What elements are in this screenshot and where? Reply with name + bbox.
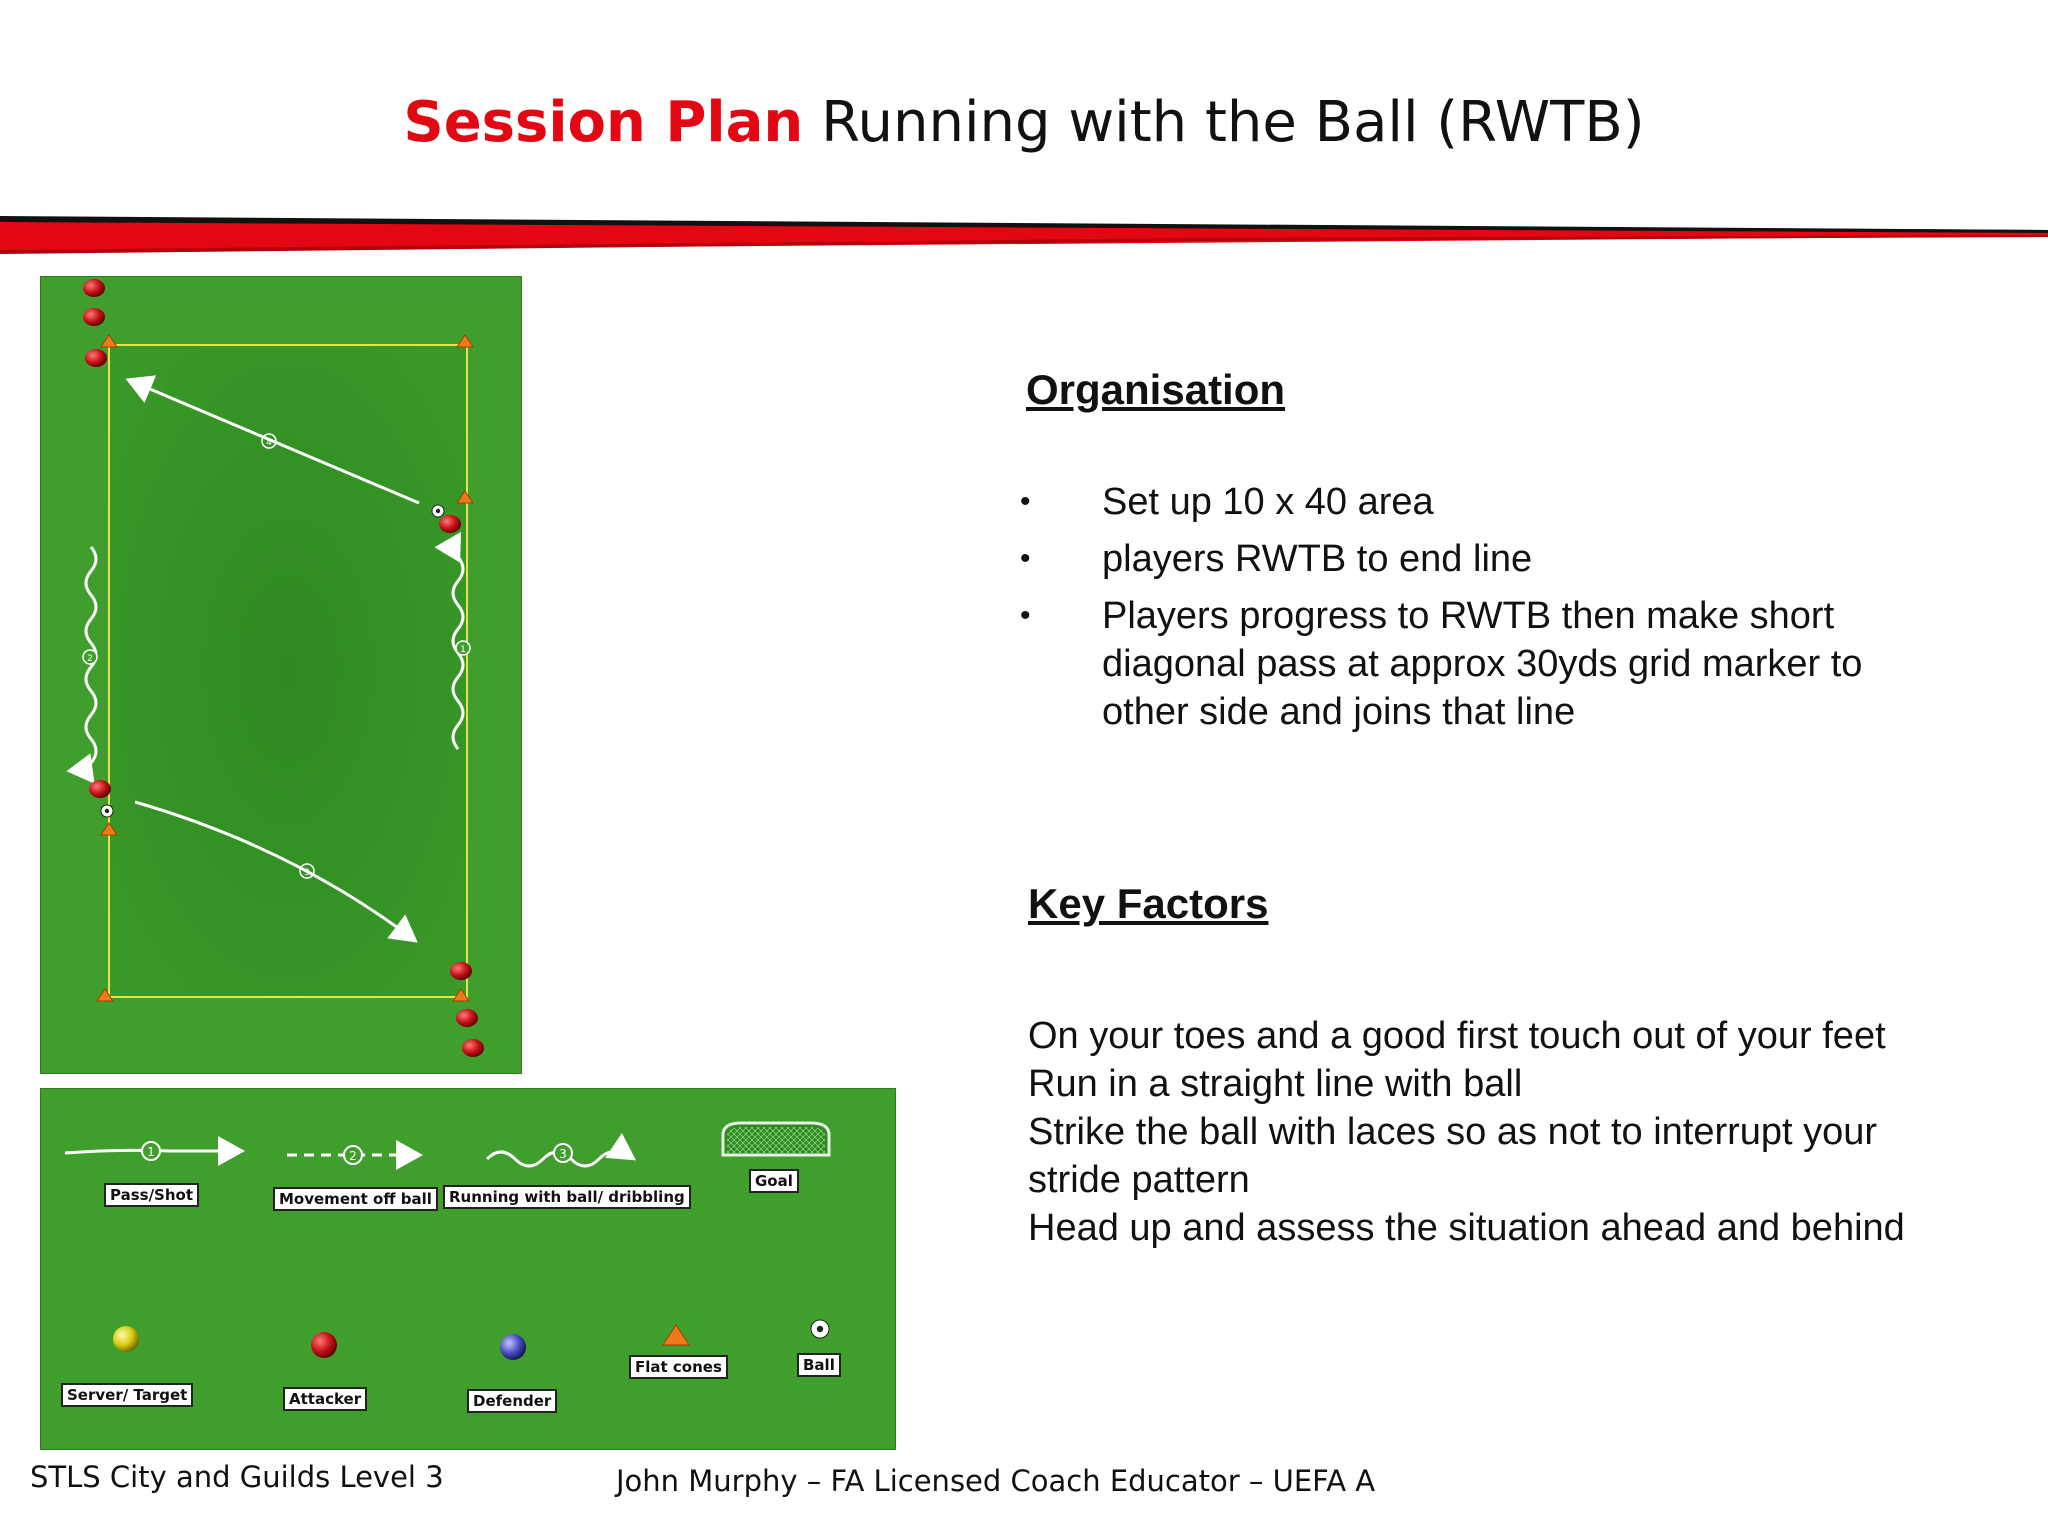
route-label-3: 3 xyxy=(304,868,310,878)
key-factor-line: Strike the ball with laces so as not to … xyxy=(1028,1111,1878,1201)
route-marker-1 xyxy=(455,640,471,656)
legend-cone-icon xyxy=(662,1324,690,1346)
attacker xyxy=(85,349,107,367)
diagram-legend: 1 2 3 Pass/Shot Movement off ball Runnin… xyxy=(40,1088,896,1450)
legend-dribble-marker xyxy=(553,1143,573,1163)
legend-attacker-label: Attacker xyxy=(283,1387,368,1411)
pass-arrow-4 xyxy=(125,375,420,505)
list-item-text: Set up 10 x 40 area xyxy=(1102,481,1434,523)
legend-movement-marker xyxy=(343,1145,363,1165)
page-title: Session Plan Running with the Ball (RWTB… xyxy=(0,90,2048,155)
legend-server-label: Server/ Target xyxy=(61,1383,194,1407)
attacker xyxy=(439,515,461,533)
legend-goal-label: Goal xyxy=(749,1169,799,1193)
route-label-2: 2 xyxy=(87,654,93,664)
legend-server-icon xyxy=(113,1326,139,1352)
legend-dribble-number: 3 xyxy=(559,1147,567,1161)
attacker xyxy=(83,308,105,326)
title-accent: Session Plan xyxy=(403,90,804,155)
legend-pass-number: 1 xyxy=(147,1145,155,1159)
pitch-diagram: 4 2 1 3 xyxy=(40,276,522,1074)
key-factors-text: On your toes and a good first touch out … xyxy=(1028,1012,1928,1252)
key-factor-line: Run in a straight line with ball xyxy=(1028,1063,1523,1105)
list-item: • Set up 10 x 40 area xyxy=(1020,478,1920,526)
grid-area xyxy=(108,344,468,998)
bullet-icon: • xyxy=(1020,485,1031,518)
legend-attacker-icon xyxy=(311,1332,337,1358)
cone xyxy=(100,334,118,348)
legend-defender-label: Defender xyxy=(467,1389,558,1413)
list-item: • players RWTB to end line xyxy=(1020,535,1920,583)
legend-cones-label: Flat cones xyxy=(629,1355,728,1379)
dribble-arrow-2 xyxy=(66,546,98,784)
key-factors-heading: Key Factors xyxy=(1028,880,1269,927)
bullet-icon: • xyxy=(1020,542,1031,575)
attacker xyxy=(456,1009,478,1027)
legend-movement-number: 2 xyxy=(349,1149,357,1163)
cone xyxy=(456,490,474,504)
legend-pass-line xyxy=(64,1136,245,1166)
legend-defender-icon xyxy=(500,1334,526,1360)
list-item-text: Players progress to RWTB then make short… xyxy=(1102,595,1863,733)
legend-dribble-label: Running with ball/ dribbling xyxy=(443,1185,691,1209)
key-factor-line: On your toes and a good first touch out … xyxy=(1028,1015,1886,1057)
legend-pass-label: Pass/Shot xyxy=(104,1183,200,1207)
organisation-list: • Set up 10 x 40 area • players RWTB to en… xyxy=(1020,478,1920,745)
footer-course: STLS City and Guilds Level 3 xyxy=(30,1460,444,1494)
organisation-heading: Organisation xyxy=(1026,366,1286,413)
attacker xyxy=(83,279,105,297)
cone xyxy=(100,822,118,836)
cone xyxy=(452,988,470,1002)
legend-movement-label: Movement off ball xyxy=(273,1187,438,1211)
cone xyxy=(96,988,114,1002)
attacker xyxy=(450,962,472,980)
key-factor-line: Head up and assess the situation ahead a… xyxy=(1028,1207,1905,1249)
list-item: • Players progress to RWTB then make shor… xyxy=(1020,592,1920,736)
pass-arrow-3 xyxy=(134,800,418,943)
footer-author: John Murphy – FA Licensed Coach Educator… xyxy=(616,1464,1376,1498)
cone xyxy=(456,334,474,348)
route-marker-4 xyxy=(261,433,277,449)
legend-pass-marker xyxy=(141,1141,161,1161)
title-main: Running with the Ball (RWTB) xyxy=(803,90,1645,155)
legend-ball-label: Ball xyxy=(797,1353,841,1377)
list-item-text: players RWTB to end line xyxy=(1102,538,1533,580)
route-label-1: 1 xyxy=(460,645,466,655)
dribble-arrow-1 xyxy=(434,531,465,750)
title-divider xyxy=(0,216,2048,254)
route-label-4: 4 xyxy=(266,438,272,448)
attacker xyxy=(462,1039,484,1057)
attacker xyxy=(89,780,111,798)
route-marker-3 xyxy=(299,863,315,879)
route-marker-2 xyxy=(82,649,98,665)
bullet-icon: • xyxy=(1020,599,1031,632)
